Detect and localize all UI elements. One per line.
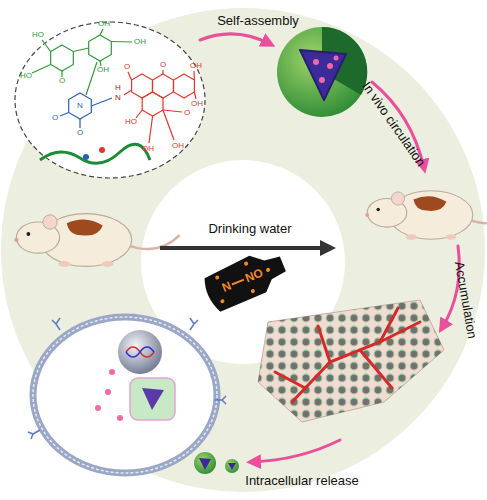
atom-label: O [124, 63, 130, 71]
atom-label: N [115, 94, 121, 102]
atom-label: O [59, 77, 65, 85]
background-disc [1, 8, 485, 492]
atom-label: HO [125, 118, 137, 126]
atom-label: OH [97, 66, 109, 74]
water-arrow [160, 246, 328, 250]
chemical-structure [15, 22, 205, 178]
atom-label: O [160, 61, 166, 69]
atom-label: OH [190, 62, 202, 70]
step-label: Drinking water [208, 222, 291, 235]
atom-label: O [77, 129, 83, 137]
atom-label: N [77, 102, 83, 110]
atom-label: HO [32, 31, 44, 39]
nanoparticle [277, 27, 367, 117]
atom-label: O [52, 114, 58, 122]
atom-label: OH [98, 20, 110, 28]
cell [28, 317, 226, 473]
small-nanoparticles [194, 452, 239, 474]
atom-label: HO [20, 72, 32, 80]
atom-label: OH [134, 38, 146, 46]
step-label: Self-assembly [217, 14, 299, 27]
liver-tissue [258, 300, 444, 422]
atom-label: OH [142, 145, 154, 153]
atom-label: H [115, 84, 121, 92]
mouse [14, 214, 179, 267]
step-label: Intracellular release [245, 474, 358, 487]
atom-label: OH [172, 142, 184, 150]
atom-label: O [184, 109, 190, 117]
mouse-treated [365, 191, 487, 240]
atom-label: OH [191, 100, 203, 108]
